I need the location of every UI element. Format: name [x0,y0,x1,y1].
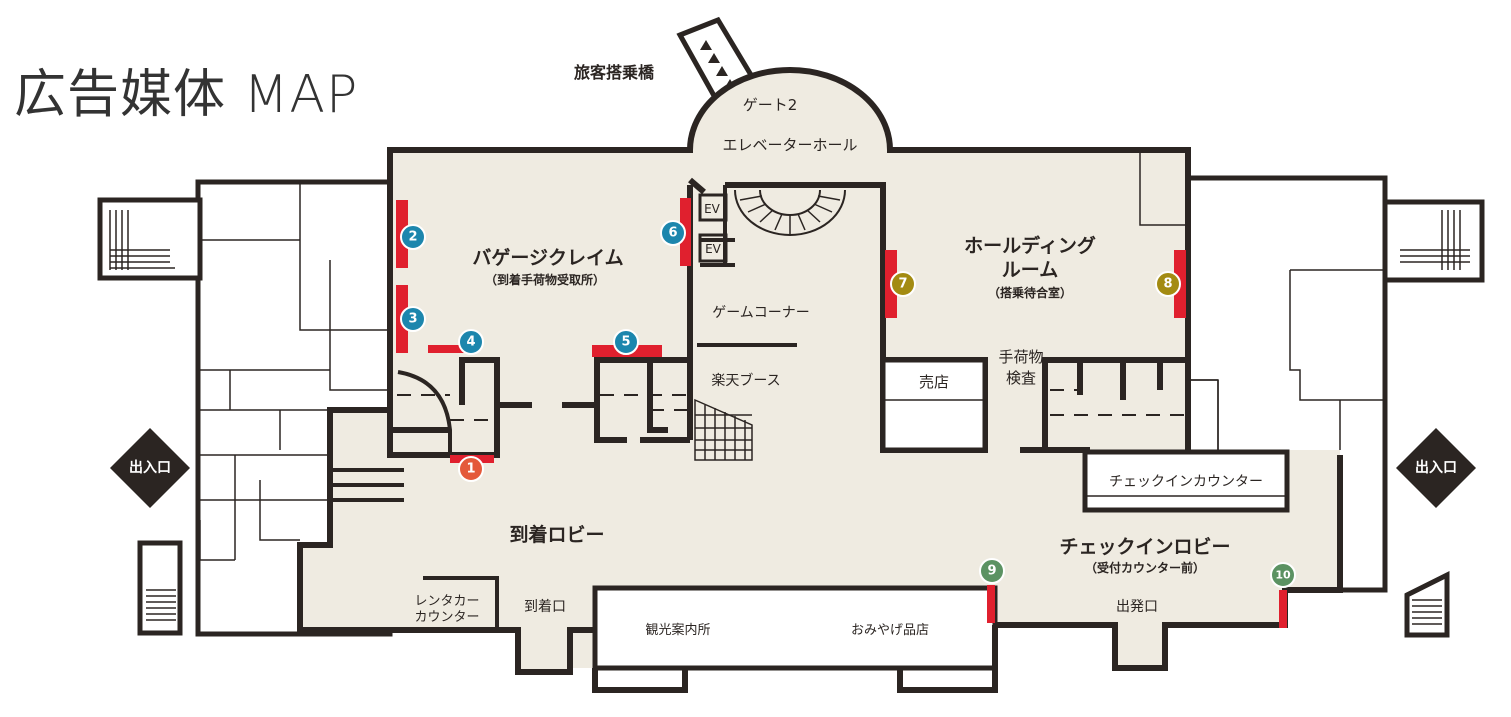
svg-text:1: 1 [466,462,475,477]
holding-room-sub-label: （搭乗待合室） [988,285,1072,300]
rental-car-label-1: レンタカー [414,594,479,609]
svg-text:9: 9 [987,564,996,579]
shop [880,357,988,453]
entrance-right[interactable]: 出入口 [1396,428,1476,508]
ad-marker-6[interactable]: 6 [660,220,686,246]
checkin-counter [1082,449,1290,513]
checkin-counter-label: チェックインカウンター [1109,474,1263,490]
rental-car-label-2: カウンター [414,610,479,625]
page-title: 広告媒体 MAP [14,65,359,125]
arrival-exit-label: 到着口 [524,599,566,615]
ad-marker-8[interactable]: 8 [1155,271,1181,297]
tourist-info-label: 観光案内所 [645,622,710,638]
spiral-staircase [734,189,846,236]
checkin-lobby-sub-label: （受付カウンター前） [1085,560,1205,575]
svg-text:4: 4 [466,335,475,350]
checkin-lobby-label: チェックインロビー [1059,536,1230,558]
baggage-claim-sub-label: （到着手荷物受取所） [485,272,605,287]
arrival-lobby-label: 到着ロビー [509,523,604,546]
elevator-1-label: EV [704,202,721,216]
baggage-claim-label: バゲージクレイム [472,247,623,269]
souvenir-shop-label: おみやげ品店 [851,623,929,638]
elevator-hall-label: エレベーターホール [722,136,857,154]
ad-marker-9[interactable]: 9 [979,558,1005,584]
svg-text:10: 10 [1275,569,1291,582]
shops-block [592,585,998,671]
rakuten-booth-label: 楽天ブース [711,372,780,389]
svg-text:出入口: 出入口 [1415,459,1457,476]
boarding-bridge-label: 旅客搭乗橋 [574,63,655,82]
ad-marker-4[interactable]: 4 [458,329,484,355]
svg-text:2: 2 [408,230,417,245]
ad-marker-1[interactable]: 1 [458,456,484,482]
svg-text:3: 3 [408,312,417,327]
holding-room-label-2: ルーム [1002,259,1058,281]
svg-text:6: 6 [668,226,677,241]
entrance-left[interactable]: 出入口 [110,428,190,508]
elevator-2-label: EV [705,242,722,256]
shop-label: 売店 [919,373,949,391]
baggage-inspection-label-1: 手荷物 [998,348,1043,366]
svg-text:7: 7 [898,277,907,292]
svg-text:5: 5 [621,335,630,350]
lobby-staircase [694,398,753,461]
ad-marker-5[interactable]: 5 [613,329,639,355]
ad-marker-2[interactable]: 2 [400,224,426,250]
ad-marker-3[interactable]: 3 [400,306,426,332]
ad-marker-7[interactable]: 7 [890,271,916,297]
svg-text:出入口: 出入口 [129,459,171,476]
holding-room-label-1: ホールディング [964,234,1096,257]
departure-gate-label: 出発口 [1116,599,1158,615]
baggage-inspection-label-2: 検査 [1006,369,1036,387]
ad-marker-10[interactable]: 10 [1270,562,1296,588]
svg-text:8: 8 [1163,277,1172,292]
game-corner-label: ゲームコーナー [712,305,810,321]
gate2-label: ゲート2 [743,96,798,114]
